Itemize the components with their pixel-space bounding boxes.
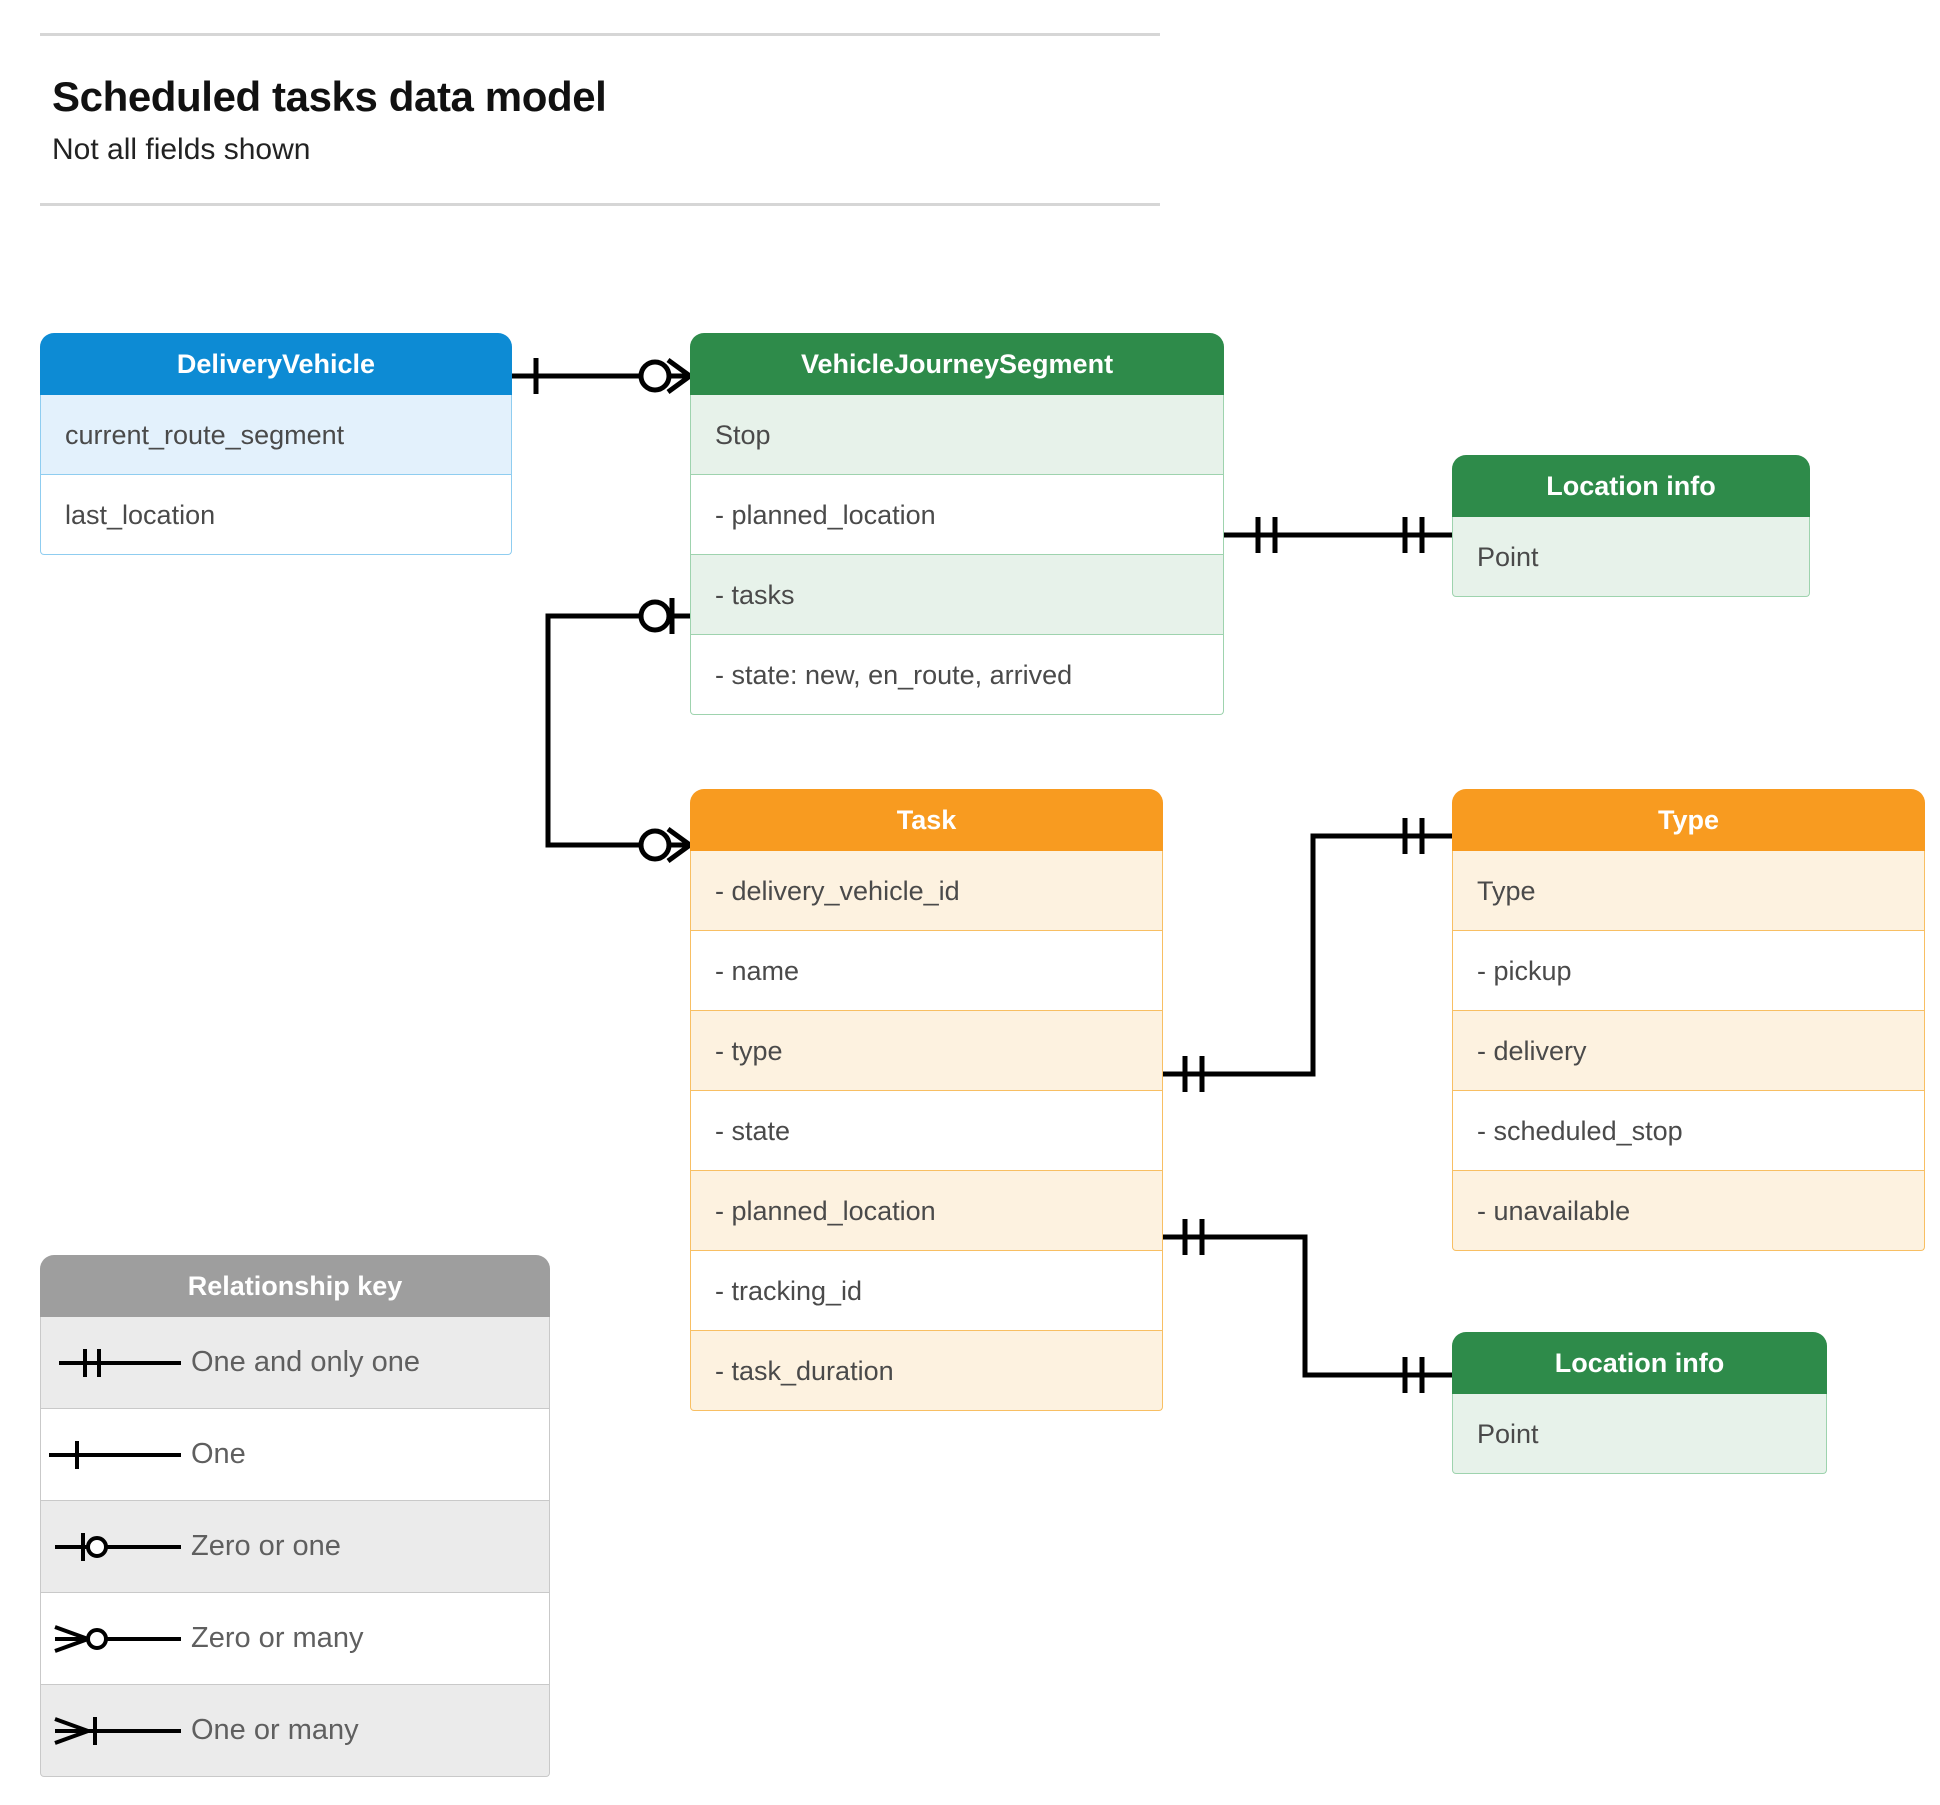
- entity-field: Point: [1452, 1394, 1827, 1474]
- zero-or-one-icon: [55, 1532, 181, 1561]
- entity-delivery-vehicle[interactable]: DeliveryVehicle current_route_segment la…: [40, 333, 512, 555]
- one-icon: [49, 1440, 181, 1469]
- entity-title-location-info-top: Location info: [1452, 455, 1810, 517]
- entity-field: current_route_segment: [40, 395, 512, 475]
- entity-location-info-top[interactable]: Location info Point: [1452, 455, 1810, 597]
- entity-field: Point: [1452, 517, 1810, 597]
- entity-title-type: Type: [1452, 789, 1925, 851]
- entity-title-vehicle-journey-segment: VehicleJourneySegment: [690, 333, 1224, 395]
- one-and-only-one-icon: [59, 1348, 181, 1377]
- entity-field: - state: new, en_route, arrived: [690, 635, 1224, 715]
- legend-item: Zero or many: [40, 1593, 550, 1685]
- entity-field: - planned_location: [690, 1171, 1163, 1251]
- entity-field: - delivery: [1452, 1011, 1925, 1091]
- entity-location-info-bottom[interactable]: Location info Point: [1452, 1332, 1827, 1474]
- entity-field: - scheduled_stop: [1452, 1091, 1925, 1171]
- entity-field: - tracking_id: [690, 1251, 1163, 1331]
- legend-item: Zero or one: [40, 1501, 550, 1593]
- entity-field: Type: [1452, 851, 1925, 931]
- entity-task[interactable]: Task - delivery_vehicle_id - name - type…: [690, 789, 1163, 1411]
- entity-field: - planned_location: [690, 475, 1224, 555]
- legend-item: One: [40, 1409, 550, 1501]
- entity-field: - pickup: [1452, 931, 1925, 1011]
- page-subtitle: Not all fields shown: [52, 133, 311, 166]
- entity-field: - state: [690, 1091, 1163, 1171]
- entity-field: - tasks: [690, 555, 1224, 635]
- legend-item-label: One and only one: [191, 1346, 420, 1378]
- legend-item-label: One: [191, 1438, 246, 1470]
- entity-field: last_location: [40, 475, 512, 555]
- legend-item-label: Zero or one: [191, 1530, 341, 1562]
- legend-relationship-key: Relationship key One and only one One: [40, 1255, 550, 1777]
- header-divider-bottom: [40, 203, 1160, 206]
- legend-item-label: Zero or many: [191, 1622, 364, 1654]
- header-divider-top: [40, 33, 1160, 36]
- zero-or-many-icon: [54, 1624, 181, 1653]
- entity-title-location-info-bottom: Location info: [1452, 1332, 1827, 1394]
- legend-item-label: One or many: [191, 1714, 359, 1746]
- entity-field: - delivery_vehicle_id: [690, 851, 1163, 931]
- entity-field: - name: [690, 931, 1163, 1011]
- page-title: Scheduled tasks data model: [52, 73, 607, 120]
- entity-title-delivery-vehicle: DeliveryVehicle: [40, 333, 512, 395]
- entity-field: Stop: [690, 395, 1224, 475]
- entity-vehicle-journey-segment[interactable]: VehicleJourneySegment Stop - planned_loc…: [690, 333, 1224, 715]
- legend-item: One and only one: [40, 1317, 550, 1409]
- entity-field: - unavailable: [1452, 1171, 1925, 1251]
- entity-title-task: Task: [690, 789, 1163, 851]
- entity-field: - task_duration: [690, 1331, 1163, 1411]
- entity-field: - type: [690, 1011, 1163, 1091]
- one-or-many-icon: [54, 1716, 181, 1745]
- legend-item: One or many: [40, 1685, 550, 1777]
- legend-title: Relationship key: [40, 1255, 550, 1317]
- entity-type[interactable]: Type Type - pickup - delivery - schedule…: [1452, 789, 1925, 1251]
